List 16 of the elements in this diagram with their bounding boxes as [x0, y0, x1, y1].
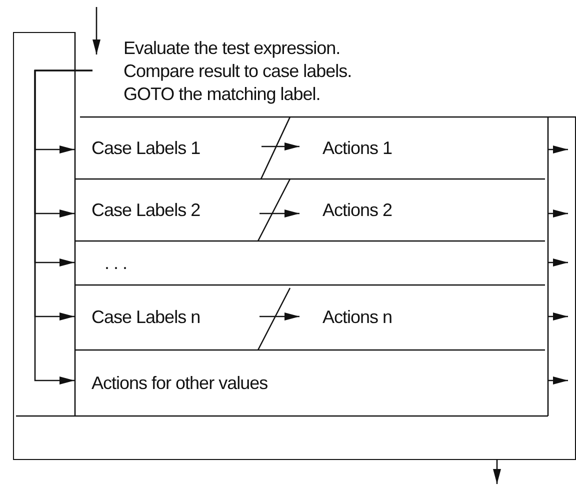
- arrow: [262, 142, 300, 150]
- arrow: [548, 210, 568, 218]
- arrow: [493, 460, 501, 484]
- arrow: [548, 376, 568, 384]
- arrow: [548, 312, 568, 320]
- arrow: [92, 7, 100, 54]
- arrow: [34, 70, 92, 384]
- arrow: [260, 312, 300, 320]
- arrow: [260, 210, 300, 218]
- instruction-text: GOTO the matching label.: [124, 84, 320, 104]
- arrow: [548, 258, 568, 266]
- instruction-text: Evaluate the test expression.: [124, 38, 340, 58]
- instruction-text: Compare result to case labels.: [124, 60, 352, 80]
- outer-frame: [13, 32, 576, 460]
- arrow: [548, 146, 568, 154]
- header-cell: [74, 32, 576, 116]
